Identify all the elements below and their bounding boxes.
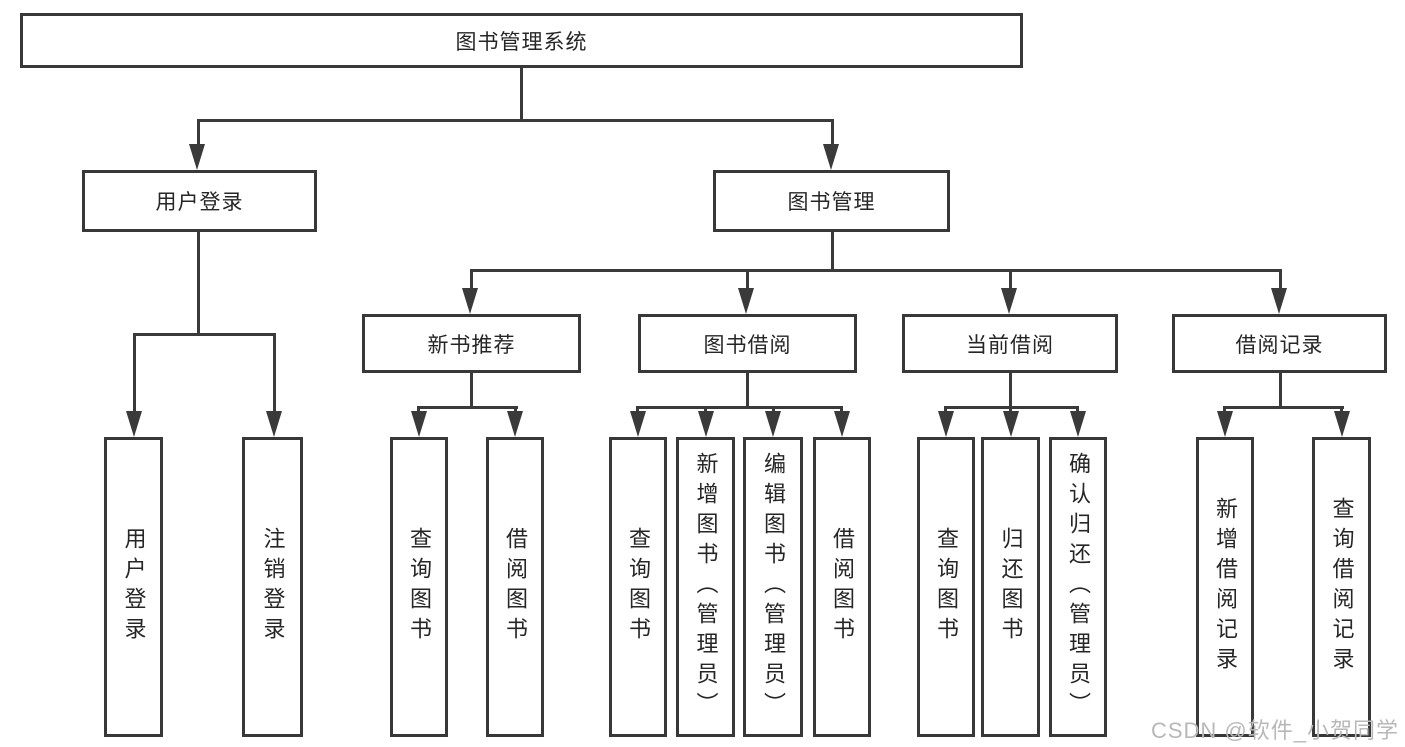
leaf-edit-books-admin: 编辑图书（管理员） [743,437,803,737]
connector-arm-leaf [704,406,707,415]
arrow-down-icon [1334,411,1350,437]
connector-root-stem [520,68,523,122]
connector-book-borrow-branch [636,406,843,409]
arrow-down-icon [462,288,478,314]
connector-arm-leaf [1076,406,1079,415]
node-book-borrow-label: 图书借阅 [703,333,792,357]
node-root-label: 图书管理系统 [455,30,588,54]
arrow-down-icon [126,411,142,437]
connector-arm-leaf [1340,406,1343,415]
connector-arm-borrow-records [1279,269,1282,291]
leaf-query-books-recommend-label: 查询图书 [407,527,432,647]
connector-borrow-records-branch [1223,406,1344,409]
connector-level1-branch [197,119,834,122]
node-book-borrow: 图书借阅 [638,314,857,373]
connector-new-book-recommend-stem [470,373,473,409]
connector-arm-book-borrow [746,269,749,291]
node-new-book-recommend: 新书推荐 [362,314,581,373]
arrow-down-icon [1003,411,1019,437]
connector-arm-leaf [1223,406,1226,415]
leaf-user-login-label: 用户登录 [121,527,147,647]
leaf-query-borrow-record-label: 查询借阅记录 [1329,497,1355,677]
connector-new-book-recommend-branch [417,406,518,409]
node-book-management-label: 图书管理 [787,191,876,214]
leaf-query-books-borrow-label: 查询图书 [626,527,651,647]
arrow-down-icon [938,411,954,437]
connector-level2-branch [470,269,1282,272]
leaf-borrow-books-label: 借阅图书 [830,527,855,647]
connector-arm-current-borrow [1009,269,1012,291]
leaf-query-books-current-label: 查询图书 [934,527,959,647]
leaf-logout: 注销登录 [242,437,303,737]
leaf-add-borrow-record: 新增借阅记录 [1196,437,1254,737]
arrow-down-icon [1271,288,1287,314]
arrow-down-icon [630,411,646,437]
arrow-down-icon [834,411,850,437]
connector-arm-leaf [273,333,276,413]
arrow-down-icon [738,288,754,314]
node-current-borrow: 当前借阅 [902,314,1118,373]
leaf-add-borrow-record-label: 新增借阅记录 [1213,497,1238,677]
leaf-return-books: 归还图书 [981,437,1040,737]
connector-arm-leaf [944,406,947,415]
connector-user-login-branch [133,333,276,336]
node-current-borrow-label: 当前借阅 [966,333,1054,357]
connector-current-borrow-stem [1009,373,1012,409]
connector-arm-leaf [772,406,775,415]
connector-arm-leaf [417,406,420,415]
node-root: 图书管理系统 [20,13,1023,68]
leaf-borrow-books-recommend: 借阅图书 [486,437,544,737]
leaf-borrow-books-recommend-label: 借阅图书 [503,527,528,647]
leaf-query-books-borrow: 查询图书 [609,437,667,737]
connector-borrow-records-stem [1279,373,1282,409]
node-new-book-recommend-label: 新书推荐 [427,333,516,357]
leaf-confirm-return-admin-label: 确认归还（管理员） [1066,452,1091,722]
node-borrow-records: 借阅记录 [1172,314,1387,373]
connector-arm-leaf [1009,406,1012,415]
node-book-management: 图书管理 [713,170,950,232]
leaf-user-login: 用户登录 [104,437,163,737]
leaf-query-borrow-record: 查询借阅记录 [1312,437,1371,737]
leaf-add-books-admin-label: 新增图书（管理员） [693,452,719,722]
arrow-down-icon [1070,411,1086,437]
leaf-borrow-books: 借阅图书 [813,437,871,737]
arrow-down-icon [1001,288,1017,314]
connector-book-management-stem [831,232,834,272]
connector-arm-book-management [831,119,834,147]
leaf-edit-books-admin-label: 编辑图书（管理员） [761,452,786,722]
arrow-down-icon [411,411,427,437]
arrow-down-icon [1217,411,1233,437]
watermark: CSDN @软件_小贺同学 [1150,718,1399,743]
connector-arm-leaf [133,333,136,413]
connector-user-login-stem [197,232,200,336]
node-user-login-label: 用户登录 [155,191,244,214]
arrow-down-icon [765,411,781,437]
arrow-down-icon [823,144,839,170]
leaf-query-books-recommend: 查询图书 [390,437,448,737]
connector-arm-leaf [514,406,517,415]
connector-arm-leaf [840,406,843,415]
leaf-query-books-current: 查询图书 [917,437,975,737]
leaf-add-books-admin: 新增图书（管理员） [676,437,735,737]
arrow-down-icon [189,144,205,170]
arrow-down-icon [698,411,714,437]
leaf-return-books-label: 归还图书 [998,527,1024,647]
leaf-confirm-return-admin: 确认归还（管理员） [1049,437,1107,737]
connector-arm-leaf [636,406,639,415]
connector-arm-user-login [197,119,200,147]
connector-book-borrow-stem [746,373,749,409]
arrow-down-icon [266,411,282,437]
node-user-login: 用户登录 [82,170,317,232]
leaf-logout-label: 注销登录 [260,527,286,647]
node-borrow-records-label: 借阅记录 [1235,333,1324,357]
connector-arm-new-book-recommend [470,269,473,291]
arrow-down-icon [507,411,523,437]
